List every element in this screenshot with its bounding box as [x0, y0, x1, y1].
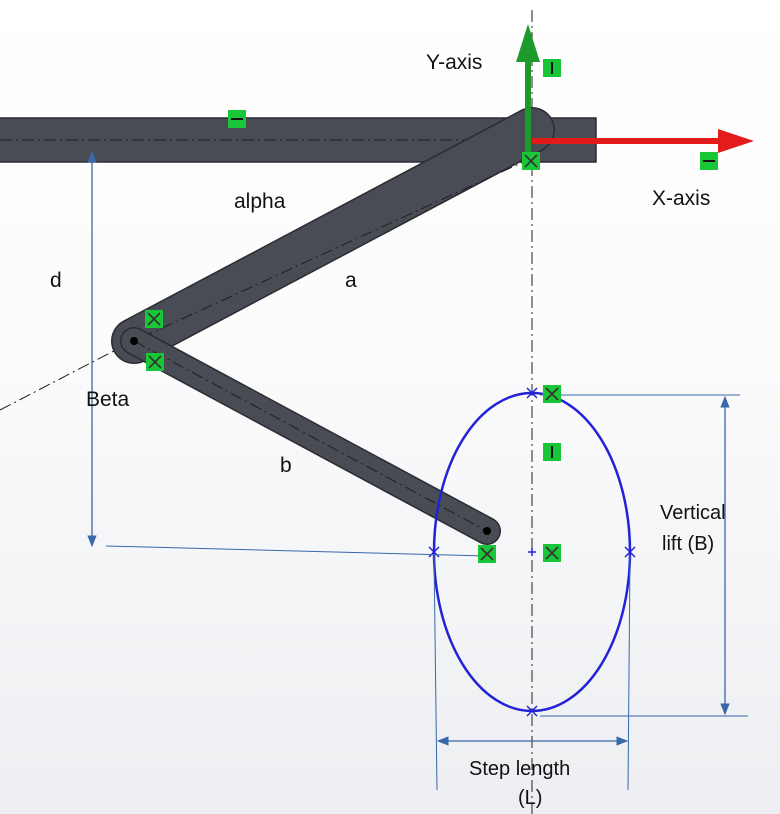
knee-joint [130, 337, 138, 345]
link-b-centerline [133, 340, 488, 532]
coincident-constraint-icon [543, 544, 561, 562]
vertical-lift-label-line2: lift (B) [662, 533, 714, 555]
ellipse-points [428, 387, 636, 717]
step-length-label-line2: (L) [518, 787, 542, 809]
coincident-constraint-icon [522, 152, 540, 170]
vertical-constraint-icon [543, 443, 561, 461]
coincident-constraint-icon [145, 310, 163, 328]
beta-label: Beta [86, 388, 130, 411]
y-axis-label: Y-axis [426, 51, 482, 74]
link-b-label: b [280, 454, 292, 477]
coincident-constraint-icon [478, 545, 496, 563]
coincident-constraint-icon [543, 385, 561, 403]
x-axis-arrowhead [718, 129, 754, 153]
link-a-fill [112, 108, 554, 363]
vertical-constraint-icon [543, 59, 561, 77]
link-a-centerline [133, 157, 533, 342]
horizontal-constraint-icon [700, 152, 718, 170]
x-axis-label: X-axis [652, 187, 710, 210]
link-a-label: a [345, 269, 357, 292]
step-extension-right [627, 554, 631, 791]
coincident-constraint-icon [146, 353, 164, 371]
construction-line [0, 339, 136, 411]
foot-joint [483, 527, 491, 535]
dimension-d-extension [105, 545, 488, 557]
vertical-lift-label-line1: Vertical [660, 502, 726, 524]
horizontal-constraint-icon [228, 110, 246, 128]
step-extension-left [433, 554, 438, 791]
alpha-label: alpha [234, 190, 286, 213]
y-axis-arrowhead [516, 24, 540, 62]
step-length-label-line1: Step length [469, 758, 570, 780]
d-label: d [50, 269, 62, 292]
